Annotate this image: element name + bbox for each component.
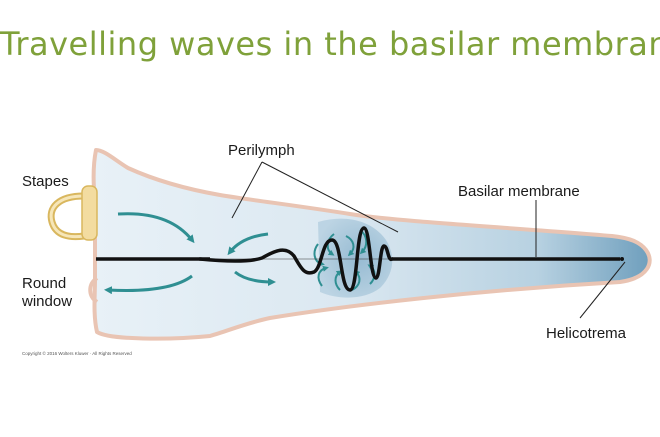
leader-helicotrema	[579, 261, 626, 319]
flow-arrow-lower	[104, 274, 193, 295]
helicotrema-point	[620, 257, 624, 261]
label-basilar-membrane: Basilar membrane	[458, 183, 580, 200]
label-helicotrema: Helicotrema	[546, 325, 627, 342]
slide-title: Travelling waves in the basilar membrane	[0, 25, 660, 64]
flow-arrow-upper-return	[227, 232, 269, 256]
stapes	[47, 185, 98, 241]
copyright-text: Copyright © 2016 Wolters Kluwer · All Ri…	[22, 350, 132, 356]
flow-arrow-lower-inner	[234, 270, 276, 286]
label-perilymph: Perilymph	[228, 142, 295, 159]
round-window-membrane	[88, 276, 99, 304]
travelling-wave	[198, 226, 394, 292]
label-round-window-line1: Round	[22, 275, 66, 292]
label-round-window-line2: window	[21, 293, 72, 310]
flow-arrow-upper	[117, 212, 195, 244]
label-stapes: Stapes	[22, 173, 69, 190]
leader-perilymph-2	[261, 161, 399, 233]
leader-perilymph-1	[231, 161, 263, 219]
